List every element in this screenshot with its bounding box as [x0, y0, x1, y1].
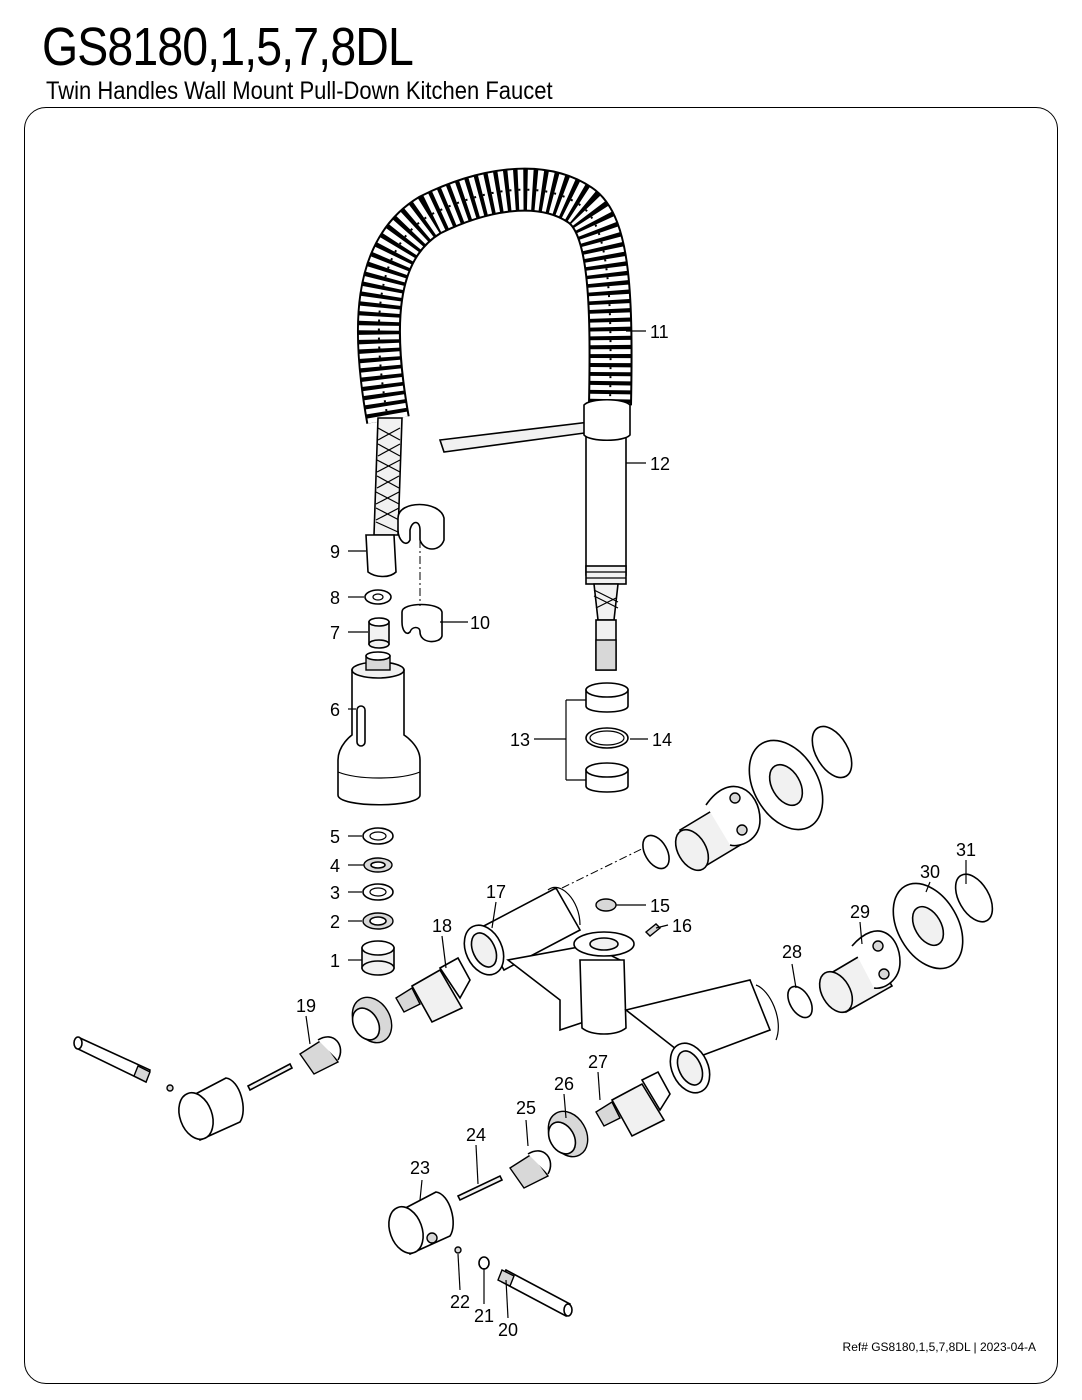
washer-right [478, 1256, 490, 1270]
braided-hose [373, 417, 403, 536]
callout-20: 20 [498, 1320, 518, 1340]
plug [595, 898, 617, 912]
callout-numbers: 1 2 3 4 5 6 7 8 9 10 11 12 13 14 15 16 1… [296, 322, 976, 1340]
callout-25: 25 [516, 1098, 536, 1118]
callout-17: 17 [486, 882, 506, 902]
cartridge-left [395, 956, 471, 1024]
callout-13: 13 [510, 730, 530, 750]
callout-3: 3 [330, 883, 340, 903]
callout-15: 15 [650, 896, 670, 916]
callout-4: 4 [330, 856, 340, 876]
handle-screw-right [456, 1174, 504, 1202]
callout-26: 26 [554, 1074, 574, 1094]
callout-8: 8 [330, 588, 340, 608]
callout-11: 11 [650, 322, 669, 342]
callout-28: 28 [782, 942, 802, 962]
callout-7: 7 [330, 623, 340, 643]
gasket [362, 883, 394, 901]
eccentric-connector-right [818, 930, 901, 1014]
washer [364, 589, 392, 605]
diagram-frame [24, 107, 1058, 1384]
callout-2: 2 [330, 912, 340, 932]
hose-nut [365, 534, 397, 578]
set-screw [644, 923, 662, 937]
spray-holder [397, 421, 593, 643]
seal-ring [362, 827, 394, 845]
flange-o-ring [811, 725, 853, 779]
product-description: Twin Handles Wall Mount Pull-Down Kitche… [46, 77, 553, 105]
lever-left [73, 1036, 151, 1084]
bonnet-nut-right [547, 1110, 589, 1158]
adapter [368, 617, 390, 649]
eccentric-connector [674, 785, 761, 872]
lever-right [497, 1268, 573, 1318]
callout-5: 5 [330, 827, 340, 847]
leader-lines [305, 330, 967, 1319]
callout-18: 18 [432, 916, 452, 936]
set-screw-right [454, 1246, 462, 1254]
o-ring [787, 985, 813, 1019]
sprayer-body [337, 651, 421, 806]
callout-21: 21 [474, 1306, 494, 1326]
flange [748, 739, 824, 831]
reference-code: Ref# GS8180,1,5,7,8DL | 2023-04-A [842, 1340, 1036, 1354]
callout-19: 19 [296, 996, 316, 1016]
callout-6: 6 [330, 700, 340, 720]
flange-o-ring-right [954, 873, 994, 923]
bonnet-nut-left [351, 996, 393, 1044]
callout-12: 12 [650, 454, 670, 474]
callout-27: 27 [588, 1052, 608, 1072]
callout-22: 22 [450, 1292, 470, 1312]
spring-coil [356, 167, 633, 424]
split-rings [585, 682, 629, 793]
stem-adapter-right [509, 1150, 552, 1189]
callout-29: 29 [850, 902, 870, 922]
spout-tube [583, 398, 631, 671]
set-screw-left [166, 1084, 174, 1092]
callout-9: 9 [330, 542, 340, 562]
handle-left [178, 1077, 244, 1142]
handle-screw-left [246, 1062, 294, 1092]
callout-30: 30 [920, 862, 940, 882]
stem-adapter-left [299, 1036, 342, 1075]
callout-14: 14 [652, 730, 672, 750]
callout-31: 31 [956, 840, 976, 860]
callout-16: 16 [672, 916, 692, 936]
cartridge-right [595, 1070, 671, 1138]
valve-body [463, 886, 779, 1094]
flange-right [892, 882, 964, 970]
aerator-housing [361, 940, 395, 976]
handle-right [388, 1191, 454, 1256]
callout-10: 10 [470, 613, 490, 633]
callout-23: 23 [410, 1158, 430, 1178]
connector-o-ring [642, 834, 670, 870]
model-number-title: GS8180,1,5,7,8DL [42, 17, 414, 77]
callout-1: 1 [330, 951, 340, 971]
callout-24: 24 [466, 1125, 486, 1145]
